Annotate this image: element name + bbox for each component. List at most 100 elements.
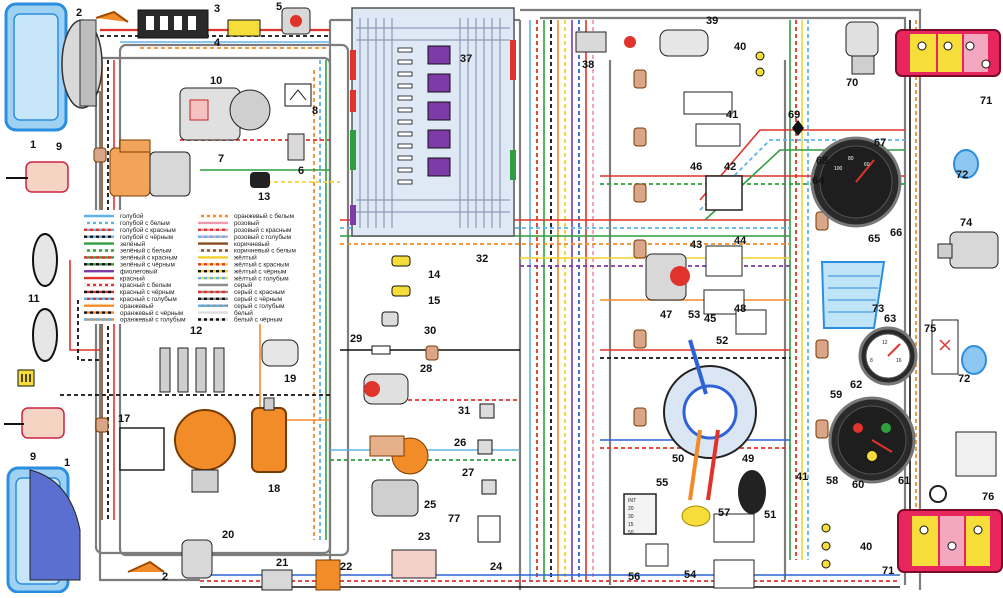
component-number: 29 xyxy=(350,333,362,345)
legend-label: красный xyxy=(120,274,145,282)
component-number: 27 xyxy=(462,467,474,479)
component-number: 32 xyxy=(476,253,488,265)
fan-motor-icon xyxy=(645,245,767,335)
component-number: 6 xyxy=(298,165,304,177)
mass-switch-icon xyxy=(95,10,165,573)
legend-label: белый с чёрным xyxy=(234,316,283,324)
pump-icon xyxy=(363,373,409,405)
legend-label: красный с голубым xyxy=(120,295,177,303)
component-number: 51 xyxy=(764,509,776,521)
horn-icon xyxy=(281,7,311,35)
legend-label: жёлтый с чёрным xyxy=(234,267,286,275)
page-marker-icon xyxy=(17,369,35,387)
component-number: 9 xyxy=(30,451,36,463)
component-number: 12 xyxy=(190,325,202,337)
legend-label: красный с белым xyxy=(120,281,171,289)
component-number: 60 xyxy=(852,479,864,491)
wire-bundles xyxy=(60,20,917,588)
component-number: 28 xyxy=(420,363,432,375)
component-number: 43 xyxy=(690,239,702,251)
legend-label: жёлтый с красным xyxy=(234,261,289,269)
legend-label: зелёный с красным xyxy=(120,254,178,262)
component-number: 67 xyxy=(874,137,886,149)
legend-label: коричневый с белым xyxy=(234,247,296,255)
legend-label: зелёный с белым xyxy=(120,247,172,255)
relay-42-icon xyxy=(683,91,743,211)
component-number: 57 xyxy=(718,507,730,519)
component-number: 66 xyxy=(890,227,902,239)
component-number: 40 xyxy=(860,541,872,553)
component-number: 40 xyxy=(734,41,746,53)
component-number: 63 xyxy=(884,313,896,325)
combination-gauge-icon xyxy=(828,396,916,484)
legend-label: фиолетовый xyxy=(120,267,158,275)
component-number: 68 xyxy=(816,155,828,167)
component-number: 77 xyxy=(448,513,460,525)
component-number: 31 xyxy=(458,405,470,417)
component-number: 58 xyxy=(826,475,838,487)
ign-label-int: INT xyxy=(628,498,636,504)
rear-wiper-motor-icon xyxy=(845,21,879,75)
legend-label: розовый с голубым xyxy=(234,233,291,241)
legend-label: зелёный xyxy=(120,240,146,248)
ign-label-50: 50 xyxy=(628,530,634,536)
legend-label: красный с чёрным xyxy=(120,288,175,296)
component-number: 64 xyxy=(812,175,825,187)
alternator-icon xyxy=(179,87,271,141)
legend-label: оранжевый xyxy=(120,302,154,310)
gauge-label-16: 16 xyxy=(896,358,902,364)
component-number: 8 xyxy=(312,105,318,117)
tachometer-icon: 100 80 60 xyxy=(810,136,902,228)
legend-label: оранжевый с чёрным xyxy=(120,309,183,317)
component-23-icon xyxy=(391,549,437,579)
component-number: 39 xyxy=(706,15,718,27)
starter-icon xyxy=(109,139,191,197)
component-number: 19 xyxy=(284,373,296,385)
ignition-coil-icon xyxy=(251,397,287,473)
component-number: 75 xyxy=(924,323,936,335)
component-number: 5 xyxy=(276,1,282,13)
oil-sensor-icon xyxy=(250,133,305,188)
component-number: 44 xyxy=(734,235,747,247)
component-number: 76 xyxy=(982,491,994,503)
component-number: 38 xyxy=(582,59,594,71)
component-number: 1 xyxy=(30,139,36,151)
legend-label: голубой с белым xyxy=(120,219,170,227)
component-number: 37 xyxy=(460,53,472,65)
component-number: 41 xyxy=(726,109,738,121)
component-number: 72 xyxy=(956,169,968,181)
component-number: 20 xyxy=(222,529,234,541)
connectors xyxy=(93,69,829,519)
legend-label: белый xyxy=(234,309,253,317)
gauge-label-80: 80 xyxy=(848,156,854,162)
component-number: 22 xyxy=(340,561,352,573)
motor-20-icon xyxy=(181,539,341,591)
component-number: 25 xyxy=(424,499,436,511)
legend-label: голубой с чёрным xyxy=(120,233,173,241)
legend-label: розовый xyxy=(234,219,259,227)
component-number: 21 xyxy=(276,557,288,569)
headlight-top-icon xyxy=(4,2,103,132)
component-number: 50 xyxy=(672,453,684,465)
plate-light-icon xyxy=(929,431,997,503)
component-number: 18 xyxy=(268,483,280,495)
component-number: 70 xyxy=(846,77,858,89)
component-number: 17 xyxy=(118,413,130,425)
legend-label: зелёный с чёрным xyxy=(120,261,175,269)
fan-icon xyxy=(792,120,804,136)
rear-lamp-bottom-icon xyxy=(897,509,1003,573)
light-switch-icon xyxy=(645,513,755,589)
legend-label: жёлтый xyxy=(234,254,257,262)
gauge-label-60: 60 xyxy=(864,162,870,168)
component-number: 69 xyxy=(788,109,800,121)
component-number: 55 xyxy=(656,477,668,489)
legend-label: серый xyxy=(234,281,253,289)
ignition-switch-icon: INT 20 30 15 50 xyxy=(623,493,711,536)
component-number: 71 xyxy=(882,565,894,577)
component-number: 24 xyxy=(490,561,503,573)
side-light-icon xyxy=(32,233,58,362)
side-repeater-icon xyxy=(953,149,987,375)
stalk-switch-icon xyxy=(663,339,766,514)
